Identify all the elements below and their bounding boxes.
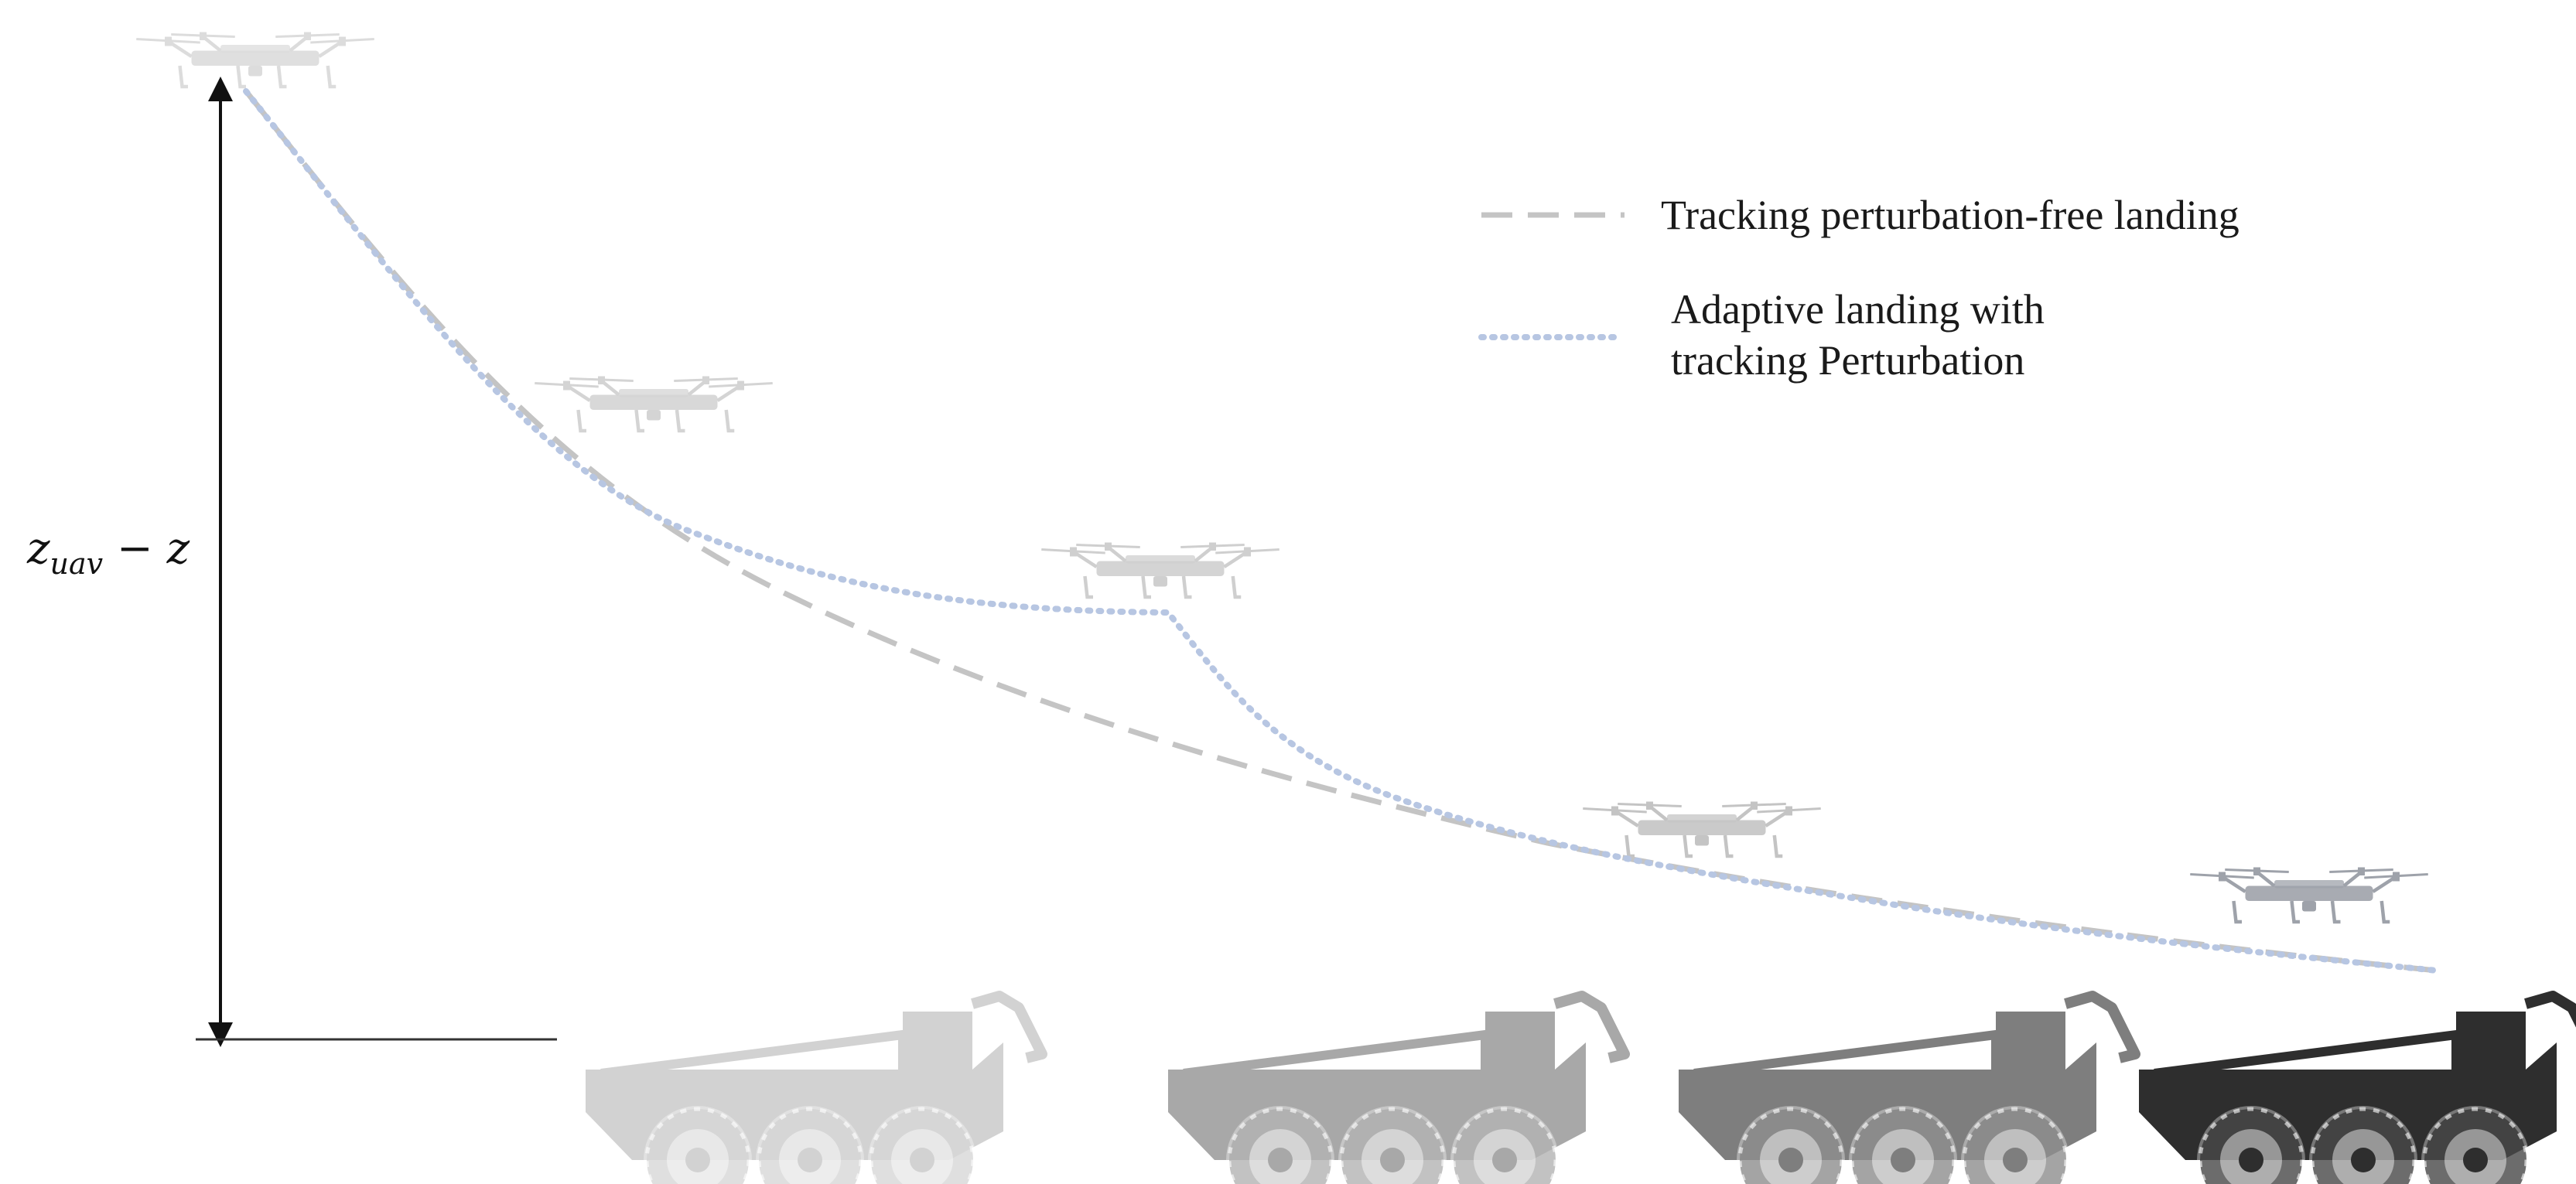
rover-icon-1 xyxy=(586,996,1042,1184)
axis-label-main: z xyxy=(26,524,50,574)
adaptive-trajectory xyxy=(243,88,2440,974)
drone-icon-4 xyxy=(1583,802,1821,857)
legend-label-perturbation-free: Tracking perturbation-free landing xyxy=(1661,192,2239,238)
legend: Tracking perturbation-free landing Adapt… xyxy=(1478,192,2239,384)
legend-label-adaptive-line2: tracking Perturbation xyxy=(1671,337,2024,384)
drone-icon-1 xyxy=(136,32,374,87)
rover-icon-2 xyxy=(1168,996,1625,1184)
axis-label-rest: − z xyxy=(103,524,190,574)
drone-icon-3 xyxy=(1041,543,1279,598)
drone-icon-5 xyxy=(2190,868,2428,923)
perturbation-free-trajectory xyxy=(244,89,2438,974)
rover-icon-3 xyxy=(1679,996,2135,1184)
drone-icon-2 xyxy=(535,377,773,432)
height-axis-label: zuav − z xyxy=(26,524,190,581)
legend-label-adaptive-line1: Adaptive landing with xyxy=(1671,286,2045,333)
rover-icon-4 xyxy=(2139,996,2576,1184)
axis-label-sub: uav xyxy=(50,547,104,581)
